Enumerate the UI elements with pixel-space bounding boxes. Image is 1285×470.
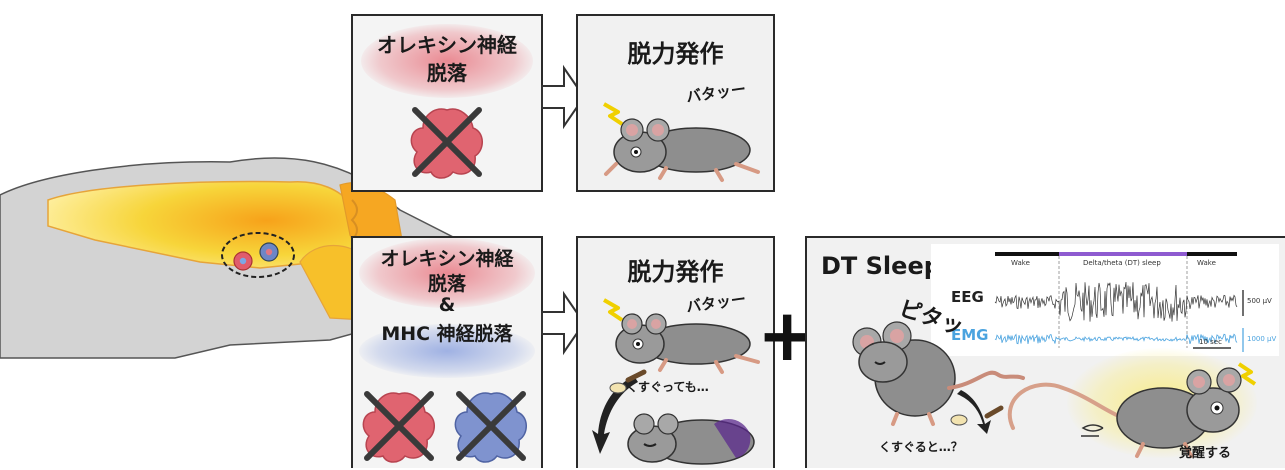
bottom-condition-line2: 脱落: [427, 273, 466, 295]
eeg-trace: [994, 281, 1238, 322]
chart-svg: [994, 252, 1244, 352]
eeg-emg-chart: Wake Delta/theta (DT) sleep Wake EEG EMG…: [931, 244, 1279, 356]
orexin-neuron-icon: [233, 251, 253, 271]
top-onomatopoeia: バタッー: [685, 79, 748, 107]
frozen-mouse-icon: [852, 321, 1025, 426]
phase-label-wake-2: Wake: [1197, 259, 1216, 267]
bottom-condition-line1: オレキシン神経: [380, 248, 514, 270]
mhc-neuron-icon: [259, 242, 279, 262]
phase-label-wake-1: Wake: [1011, 259, 1030, 267]
phase-label-dt-sleep: Delta/theta (DT) sleep: [1083, 259, 1161, 267]
awake-mouse-icon: [1007, 362, 1257, 458]
orexin-glow: [359, 238, 535, 308]
eeg-label: EEG: [951, 288, 984, 306]
top-result-panel: 脱力発作 バタッー: [576, 14, 775, 192]
awake-text: 覚醒する: [1179, 446, 1232, 461]
bottom-tickle-text: くすぐっても…: [626, 380, 709, 394]
orexin-neuron-loss-icon: [410, 107, 483, 179]
emg-trace: [994, 333, 1238, 345]
sleeping-mouse-icon: [627, 413, 755, 465]
top-arrow-icon: [541, 64, 586, 130]
emg-scale-label: 1000 μV: [1247, 335, 1277, 343]
bottom-result-title: 脱力発作: [627, 258, 724, 286]
collapsed-mouse-icon: [603, 102, 760, 182]
bottom-result-panel: 脱力発作 バタッー くすぐっても…: [576, 236, 775, 468]
orexin-glow: [361, 24, 533, 98]
collapsed-mouse-icon: [603, 298, 760, 374]
feather-brush-icon: [592, 369, 647, 454]
dt-tickle-text: くすぐると…？: [879, 440, 963, 454]
top-condition-title: オレキシン神経 脱落: [377, 33, 517, 85]
bottom-condition-amp: &: [438, 294, 456, 316]
emg-label: EMG: [951, 326, 989, 344]
mhc-neuron-loss-icon: [454, 391, 527, 463]
orexin-neuron-loss-icon: [362, 391, 435, 463]
top-condition-panel: オレキシン神経 脱落: [351, 14, 543, 192]
bottom-condition-panel: オレキシン神経 脱落 & MHC 神経脱落: [351, 236, 543, 468]
bottom-arrow-icon: [541, 290, 586, 356]
dt-sleep-title: DT Sleep: [821, 252, 941, 280]
time-scale-label: 10 sec: [1199, 338, 1222, 346]
feather-brush-icon: [950, 390, 1004, 434]
dt-sleep-panel: DT Sleep Wake Delta/theta (DT) sleep Wak…: [805, 236, 1285, 468]
eeg-scale-label: 500 μV: [1247, 297, 1272, 305]
top-result-title: 脱力発作: [627, 40, 724, 68]
mhc-glow: [359, 324, 535, 378]
bottom-condition-line3: MHC 神経脱落: [381, 323, 513, 345]
